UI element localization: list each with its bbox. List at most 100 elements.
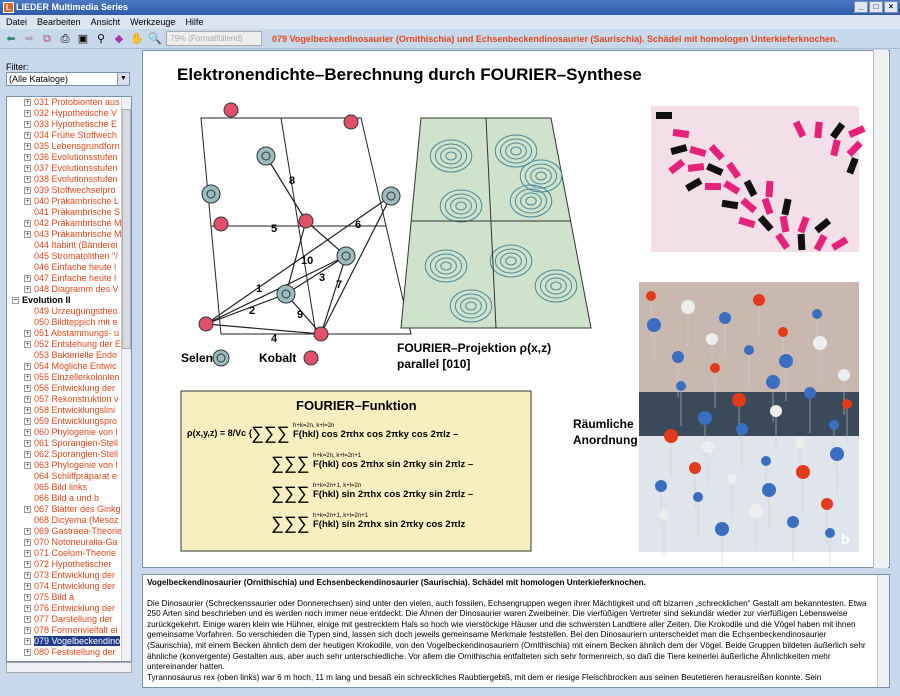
expand-icon[interactable]: + (24, 594, 31, 601)
expand-icon[interactable]: + (24, 154, 31, 161)
print-icon[interactable]: ⎙ (60, 32, 70, 45)
expand-icon[interactable]: + (24, 187, 31, 194)
back-icon[interactable]: ⬅ (6, 32, 16, 45)
expand-icon[interactable]: + (24, 341, 31, 348)
tree-item[interactable]: 041 Präkambrische S (7, 207, 131, 218)
tree-item[interactable]: 050 Bildteppich mit e (7, 317, 131, 328)
filter-select[interactable]: (Alle Kataloge)▼ (6, 72, 130, 86)
close-button[interactable]: × (884, 1, 898, 13)
tree-item[interactable]: +077 Darstellung der (7, 614, 131, 625)
menu-bearbeiten[interactable]: Bearbeiten (37, 17, 81, 27)
tree-item[interactable]: 066 Bild a und b (7, 493, 131, 504)
expand-icon[interactable]: + (24, 121, 31, 128)
tree-item[interactable]: +048 Diagramm des V (7, 284, 131, 295)
tree-item[interactable]: +059 Entwicklungspro (7, 416, 131, 427)
expand-icon[interactable]: + (24, 286, 31, 293)
hand-icon[interactable]: ✋ (130, 32, 144, 45)
tree-item[interactable]: +035 Lebensgrundforn (7, 141, 131, 152)
menu-werkzeuge[interactable]: Werkzeuge (130, 17, 176, 27)
menu-ansicht[interactable]: Ansicht (90, 17, 121, 27)
tree-item[interactable]: +043 Präkambrische M (7, 229, 131, 240)
zoom-icon[interactable]: 🔍 (148, 32, 162, 45)
tree-item[interactable]: +069 Gastraea-Theorie (7, 526, 131, 537)
expand-icon[interactable]: + (24, 407, 31, 414)
expand-icon[interactable]: + (24, 374, 31, 381)
menu-datei[interactable]: Datei (6, 17, 28, 27)
tree-item[interactable]: +038 Evolutionsstufen (7, 174, 131, 185)
expand-icon[interactable]: + (24, 572, 31, 579)
tree-group[interactable]: −Evolution II (7, 295, 131, 306)
expand-icon[interactable]: + (24, 363, 31, 370)
expand-icon[interactable]: + (24, 638, 31, 645)
expand-icon[interactable]: + (24, 275, 31, 282)
tree-item[interactable]: +039 Stoffwechselpro (7, 185, 131, 196)
expand-icon[interactable]: + (24, 649, 31, 656)
expand-icon[interactable]: + (24, 462, 31, 469)
expand-icon[interactable]: + (24, 396, 31, 403)
copy-icon[interactable]: ⧉ (43, 32, 51, 45)
expand-icon[interactable]: + (24, 143, 31, 150)
tree-item[interactable]: +063 Phylogenie von l (7, 460, 131, 471)
tree-item[interactable]: 046 Einfache heute l (7, 262, 131, 273)
tree-item[interactable]: +037 Evolutionsstufen (7, 163, 131, 174)
tree-item[interactable]: +075 Bild a (7, 592, 131, 603)
tree-item[interactable]: +073 Entwicklung der (7, 570, 131, 581)
tree-item[interactable]: +034 Frühe Stoffwech (7, 130, 131, 141)
tree-item[interactable]: +062 Sporangien-Stell (7, 449, 131, 460)
zoom-select[interactable]: 79% (Formatfüllend) (166, 31, 262, 46)
description-scrollbar[interactable] (877, 575, 889, 687)
tree-item[interactable]: +079 Vogelbeckendino (7, 636, 131, 647)
expand-icon[interactable]: + (24, 506, 31, 513)
tree-item[interactable]: +058 Entwicklungslini (7, 405, 131, 416)
tree-item[interactable]: +080 Feststellung der (7, 647, 131, 658)
tree-item[interactable]: +071 Coelom-Theorie (7, 548, 131, 559)
expand-icon[interactable]: + (24, 418, 31, 425)
expand-icon[interactable]: + (24, 165, 31, 172)
bookmark-icon[interactable]: ◆ (114, 32, 124, 45)
maximize-button[interactable]: □ (869, 1, 883, 13)
tree-item[interactable]: +070 Notoneuralia-Ga (7, 537, 131, 548)
expand-icon[interactable]: + (24, 231, 31, 238)
expand-icon[interactable]: + (24, 99, 31, 106)
tree-item[interactable]: +057 Rekonstruktion v (7, 394, 131, 405)
tree-item[interactable]: +061 Sporangien-Stell (7, 438, 131, 449)
tree-item[interactable]: 045 Stromatolithen "/ (7, 251, 131, 262)
tree-item[interactable]: +056 Entwicklung der (7, 383, 131, 394)
expand-icon[interactable]: + (24, 550, 31, 557)
tree-item[interactable]: 053 Bakterielle Endo (7, 350, 131, 361)
tree-horizontal-scrollbar[interactable] (6, 662, 132, 673)
collapse-icon[interactable]: − (12, 297, 19, 304)
tree-item[interactable]: 064 Schliffpräparat e (7, 471, 131, 482)
expand-icon[interactable]: + (24, 176, 31, 183)
tree-item[interactable]: +047 Einfache heute l (7, 273, 131, 284)
tree-item[interactable]: +052 Entstehung der E (7, 339, 131, 350)
tree-item[interactable]: +054 Mögliche Entwic (7, 361, 131, 372)
expand-icon[interactable]: + (24, 528, 31, 535)
tree-scrollbar[interactable] (121, 97, 131, 661)
expand-icon[interactable]: + (24, 198, 31, 205)
menu-hilfe[interactable]: Hilfe (185, 17, 204, 27)
tree-item[interactable]: +055 Einzellerkolonien (7, 372, 131, 383)
tree-item[interactable]: +032 Hypothetische V (7, 108, 131, 119)
tree-item[interactable]: +033 Hypothetische E (7, 119, 131, 130)
tree-item[interactable]: +074 Entwicklung der (7, 581, 131, 592)
tree-item[interactable]: 044 Itabirit (Bänderei (7, 240, 131, 251)
tree-item[interactable]: +042 Präkambrische M (7, 218, 131, 229)
tree-item[interactable]: +067 Blätter des Ginkg (7, 504, 131, 515)
minimize-button[interactable]: _ (854, 1, 868, 13)
expand-icon[interactable]: + (24, 429, 31, 436)
expand-icon[interactable]: + (24, 440, 31, 447)
tree-item[interactable]: +031 Protobionten aus (7, 97, 131, 108)
tree-item[interactable]: 065 Bild links (7, 482, 131, 493)
tree-item[interactable]: +072 Hypothetischer (7, 559, 131, 570)
tree-item[interactable]: +078 Formenvielfalt ei (7, 625, 131, 636)
expand-icon[interactable]: + (24, 132, 31, 139)
expand-icon[interactable]: + (24, 583, 31, 590)
forward-icon[interactable]: ➡ (24, 32, 34, 45)
expand-icon[interactable]: + (24, 451, 31, 458)
expand-icon[interactable]: + (24, 616, 31, 623)
expand-icon[interactable]: + (24, 330, 31, 337)
chevron-down-icon[interactable]: ▼ (117, 73, 129, 85)
tree-item[interactable]: +076 Entwicklung der (7, 603, 131, 614)
binoculars-icon[interactable]: ⚲ (96, 32, 106, 45)
